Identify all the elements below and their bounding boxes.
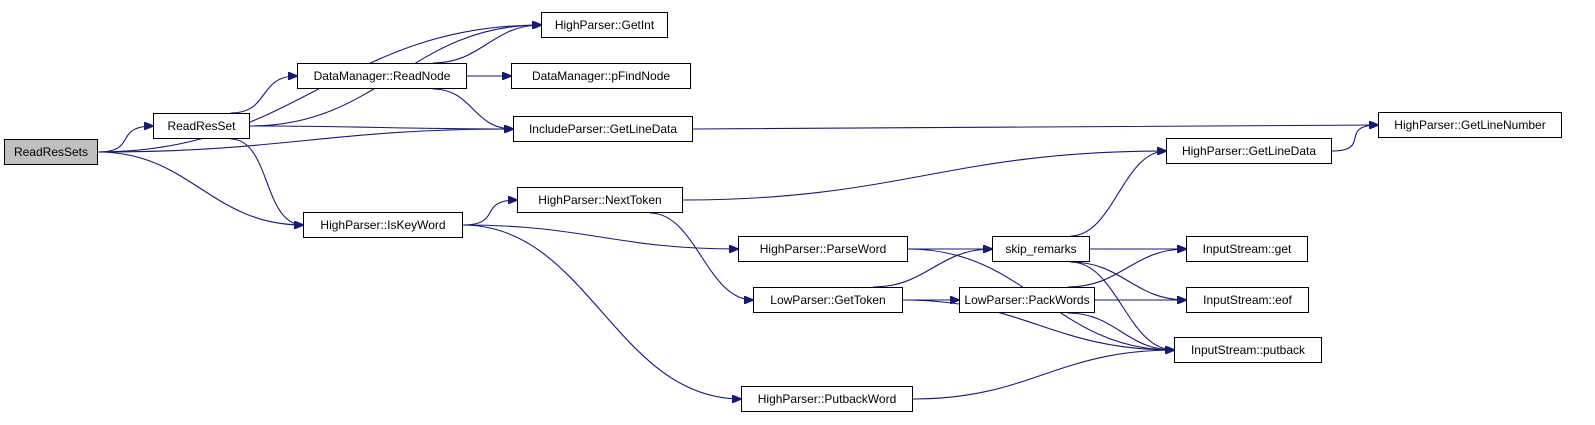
edge-IsKeyWord-to-PutbackWord xyxy=(462,224,741,399)
edge-ReadNode-to-IncGetLineData xyxy=(432,88,513,129)
node-low-parser-pack-words[interactable]: LowParser::PackWords xyxy=(959,287,1095,313)
node-skip-remarks[interactable]: skip_remarks xyxy=(992,236,1090,262)
node-high-parser-get-line-data[interactable]: HighParser::GetLineData xyxy=(1166,138,1332,164)
edge-ReadResSets-to-IncGetLineData xyxy=(97,129,513,153)
edge-ReadResSets-to-ReadResSet xyxy=(97,126,153,153)
edge-PackWords-to-ISget xyxy=(1067,249,1186,288)
node-high-parser-get-line-number[interactable]: HighParser::GetLineNumber xyxy=(1378,112,1562,138)
edge-NextToken-to-HPGetLineData xyxy=(682,151,1166,201)
edge-IncGetLineData-to-GetLineNumber xyxy=(692,125,1378,130)
node-data-manager-read-node[interactable]: DataManager::ReadNode xyxy=(297,63,467,89)
edge-skip_remarks-to-ISeof xyxy=(1070,261,1186,300)
edge-NextToken-to-GetToken xyxy=(649,212,753,300)
node-data-manager-p-find-node[interactable]: DataManager::pFindNode xyxy=(511,63,691,89)
edge-GetToken-to-ISputback xyxy=(902,299,1174,350)
node-input-stream-putback[interactable]: InputStream::putback xyxy=(1174,337,1322,363)
node-high-parser-putback-word[interactable]: HighParser::PutbackWord xyxy=(741,386,913,412)
edge-IsKeyWord-to-NextToken xyxy=(462,200,517,226)
node-input-stream-get[interactable]: InputStream::get xyxy=(1186,236,1308,262)
edge-IsKeyWord-to-ParseWord xyxy=(462,224,738,249)
node-input-stream-eof[interactable]: InputStream::eof xyxy=(1186,287,1309,313)
edge-PackWords-to-ISputback xyxy=(1067,312,1174,350)
edge-ReadResSet-to-IncGetLineData xyxy=(249,126,513,129)
edge-skip_remarks-to-ISputback xyxy=(1070,261,1174,350)
node-include-parser-get-line-data[interactable]: IncludeParser::GetLineData xyxy=(513,116,693,142)
edge-ReadResSet-to-IsKeyWord xyxy=(230,138,303,225)
node-high-parser-get-int[interactable]: HighParser::GetInt xyxy=(541,12,668,38)
node-high-parser-next-token[interactable]: HighParser::NextToken xyxy=(517,187,683,213)
edge-PutbackWord-to-ISputback xyxy=(912,350,1174,400)
node-high-parser-is-key-word[interactable]: HighParser::IsKeyWord xyxy=(303,212,463,238)
node-high-parser-parse-word[interactable]: HighParser::ParseWord xyxy=(738,236,908,262)
node-read-res-sets: ReadResSets xyxy=(4,139,98,165)
edge-ReadResSets-to-IsKeyWord xyxy=(97,151,303,225)
edge-ReadNode-to-GetInt xyxy=(432,25,541,64)
edge-GetToken-to-skip_remarks xyxy=(872,249,992,288)
edge-skip_remarks-to-HPGetLineData xyxy=(1070,151,1166,237)
edge-ReadResSet-to-ReadNode xyxy=(230,76,297,114)
node-low-parser-get-token[interactable]: LowParser::GetToken xyxy=(753,287,903,313)
edge-HPGetLineData-to-GetLineNumber xyxy=(1331,125,1378,152)
node-read-res-set[interactable]: ReadResSet xyxy=(153,113,250,139)
